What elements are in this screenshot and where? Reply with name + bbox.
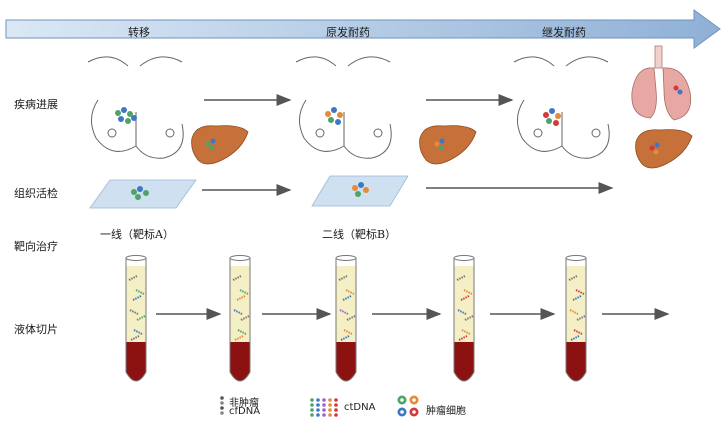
breast-stage-1 <box>87 56 184 159</box>
blood-sample-tube-2 <box>229 255 251 382</box>
tumor-cluster-breast-3 <box>543 108 561 126</box>
liver-metastasis-2 <box>419 125 477 165</box>
row-label-liquid-biopsy: 液体切片 <box>14 323 58 336</box>
tumor-cluster-breast-1 <box>115 107 137 124</box>
legend-ctdna-icon <box>310 398 338 417</box>
liver-metastasis-1 <box>191 125 249 165</box>
breast-stage-3 <box>513 56 610 159</box>
liver-metastasis-3 <box>635 129 693 169</box>
blood-sample-tube-1 <box>125 255 147 382</box>
biopsy-slide-2 <box>311 175 409 207</box>
stage-label-secondary-resistance: 继发耐药 <box>542 26 586 39</box>
biopsy-slide-1 <box>89 179 197 209</box>
row-label-tissue-biopsy: 组织活检 <box>14 187 58 200</box>
row-label-disease-progression: 疾病进展 <box>14 98 58 111</box>
blood-sample-tube-5 <box>565 255 587 382</box>
tumor-cluster-breast-2 <box>325 107 343 125</box>
biopsy-cluster-1 <box>131 186 149 200</box>
stage-label-metastasis: 转移 <box>128 26 150 39</box>
biopsy-cluster-2 <box>352 182 369 197</box>
therapy-second-line: 二线（靶标B） <box>322 228 397 241</box>
legend-tumor-cells-label: 肿瘤细胞 <box>426 406 466 417</box>
blood-sample-tube-3 <box>335 255 357 382</box>
timeline-arrow <box>5 9 721 49</box>
therapy-first-line: 一线（靶标A） <box>100 228 174 241</box>
legend-tumor-cells-icon <box>397 395 419 417</box>
legend-ctdna-label: ctDNA <box>344 402 376 413</box>
row-label-targeted-therapy: 靶向治疗 <box>14 240 58 253</box>
blood-sample-tube-4 <box>453 255 475 382</box>
legend-non-tumor-cfdna-icon <box>220 396 224 415</box>
legend-non-tumor-label: 非肿瘤 <box>229 398 259 409</box>
legend-cfdna-label: cfDNA <box>229 406 261 417</box>
breast-stage-2 <box>295 56 392 159</box>
stage-label-primary-resistance: 原发耐药 <box>326 26 370 39</box>
lung-metastasis <box>631 45 692 121</box>
